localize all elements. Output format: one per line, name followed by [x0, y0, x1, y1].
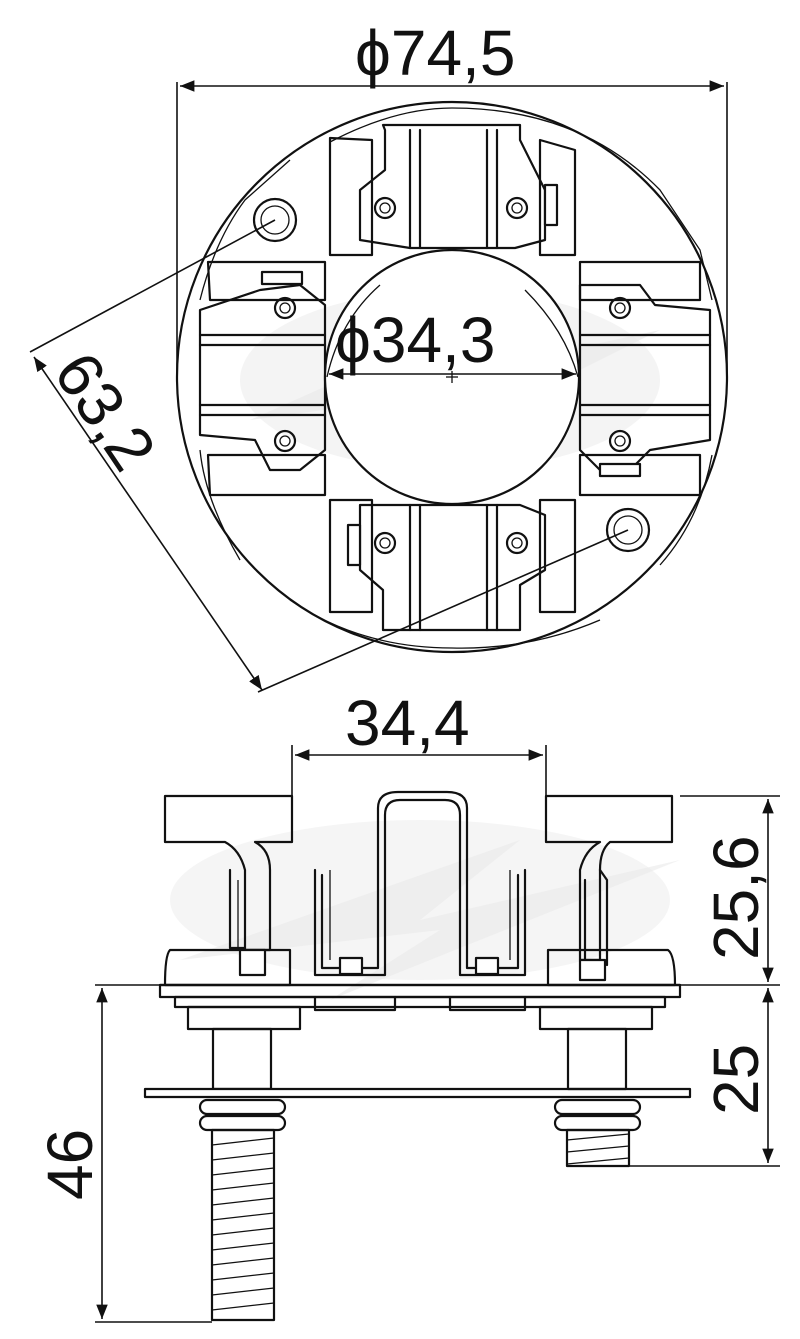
disc-inner-contour — [199, 107, 713, 649]
bracket-width-label: 34,4 — [345, 687, 470, 759]
screw-icon — [608, 296, 632, 320]
dimension-total-height: 46 — [34, 984, 212, 1323]
outer-diameter-label: ϕ74,5 — [355, 17, 515, 89]
dimension-bracket-width: 34,4 — [291, 687, 547, 796]
side-stud-left — [143, 1027, 692, 1322]
screw-icon — [273, 296, 297, 320]
side-view: 34,4 25,6 25 46 — [34, 687, 780, 1323]
brush-holder-bottom — [328, 498, 577, 632]
mounting-hole-bottom-right — [605, 507, 651, 553]
total-height-label: 46 — [34, 1129, 106, 1200]
dimension-inner-diameter: ϕ34,3 — [329, 304, 576, 380]
screw-icon — [608, 429, 632, 453]
dimension-height-upper: 25,6 — [680, 795, 780, 986]
screw-icon — [505, 531, 529, 555]
screw-icon — [373, 531, 397, 555]
top-view: ϕ74,5 ϕ34,3 63,2 — [29, 17, 729, 693]
screw-icon — [505, 196, 529, 220]
hole-spacing-label: 63,2 — [40, 340, 169, 484]
mounting-hole-top-left — [252, 197, 298, 243]
brush-holder-top — [328, 123, 577, 257]
inner-diameter-label: ϕ34,3 — [335, 304, 495, 376]
side-base-plate — [158, 948, 682, 1031]
side-u-bracket — [313, 790, 527, 977]
dimension-height-lower: 25 — [630, 988, 780, 1167]
screw-icon — [373, 196, 397, 220]
height-lower-label: 25 — [700, 1044, 772, 1115]
height-upper-label: 25,6 — [700, 835, 772, 960]
screw-icon — [273, 429, 297, 453]
brush-holder-right — [578, 260, 712, 497]
side-stud-right — [553, 1027, 642, 1168]
dimension-outer-diameter: ϕ74,5 — [176, 17, 728, 380]
